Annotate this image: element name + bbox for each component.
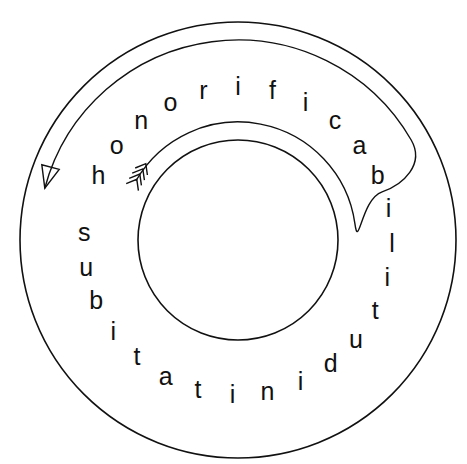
ring-letter: i [235, 74, 241, 99]
inner-circle [138, 140, 338, 340]
ring-letter: r [199, 77, 207, 102]
ring-letter: i [386, 196, 392, 221]
ring-letter: i [298, 368, 304, 393]
ring-letter: t [372, 297, 379, 322]
ring-letter: s [78, 219, 91, 244]
ring-letter: l [389, 230, 395, 255]
ring-letter: u [79, 254, 93, 279]
ring-letter: o [164, 89, 178, 114]
ring-letter: c [329, 108, 342, 133]
ring-letter: a [159, 364, 173, 389]
outer-circle [20, 22, 456, 458]
ring-letter: o [110, 133, 124, 158]
ring-letter: f [269, 77, 276, 102]
ring-letter: i [230, 381, 236, 406]
ring-letter: b [89, 288, 103, 313]
ring-letter: u [349, 327, 363, 352]
ring-letter: i [303, 89, 309, 114]
ring-letter: a [352, 133, 366, 158]
ring-letter: n [134, 108, 148, 133]
ring-letter: b [371, 162, 385, 187]
ring-letter: n [260, 379, 274, 404]
ring-letter: t [195, 376, 202, 401]
ring-letter: i [111, 318, 117, 343]
ring-letter: t [134, 344, 141, 369]
ring-letter: d [324, 351, 338, 376]
arrow-head [42, 165, 59, 189]
arrow-shaft [45, 40, 416, 232]
ring-letter: i [385, 265, 391, 290]
arrow-feathers [126, 164, 147, 191]
ring-letter: h [91, 162, 105, 187]
